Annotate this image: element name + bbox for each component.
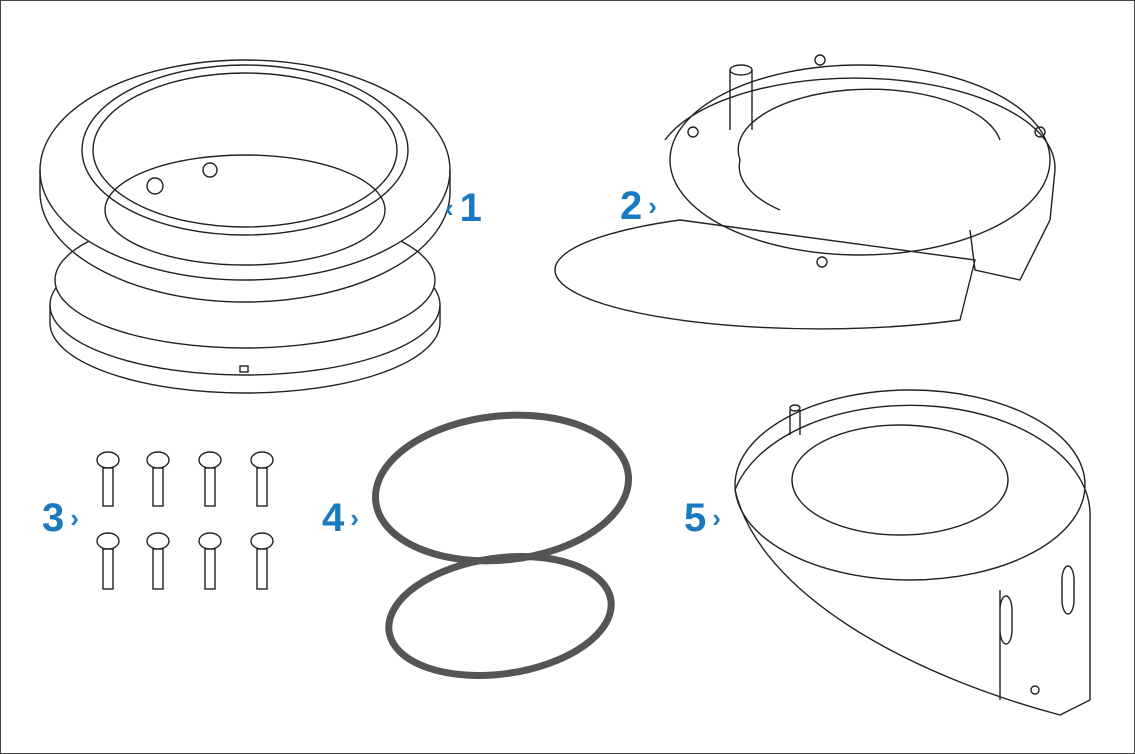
callout-2: 2 › xyxy=(620,184,657,228)
part-3-screws xyxy=(96,451,274,590)
callout-4: 4 › xyxy=(322,496,359,540)
chevron-right-icon: › xyxy=(648,191,657,221)
chevron-left-icon: ‹ xyxy=(445,193,454,223)
part-1-ring-assembly xyxy=(39,59,451,394)
screw xyxy=(96,532,120,590)
part-5-pole-bracket xyxy=(734,389,1091,716)
part-4-gaskets xyxy=(371,411,633,680)
callout-1: ‹ 1 xyxy=(445,186,482,230)
part-2-base-ring xyxy=(554,54,1056,330)
callout-3: 3 › xyxy=(42,496,79,540)
screw xyxy=(250,451,274,507)
screw xyxy=(96,451,120,507)
screw xyxy=(146,451,170,507)
screw xyxy=(146,532,170,590)
callout-5: 5 › xyxy=(684,496,721,540)
screw xyxy=(198,451,222,507)
chevron-right-icon: › xyxy=(70,503,79,533)
chevron-right-icon: › xyxy=(712,503,721,533)
screw xyxy=(250,532,274,590)
chevron-right-icon: › xyxy=(350,503,359,533)
screw xyxy=(198,532,222,590)
